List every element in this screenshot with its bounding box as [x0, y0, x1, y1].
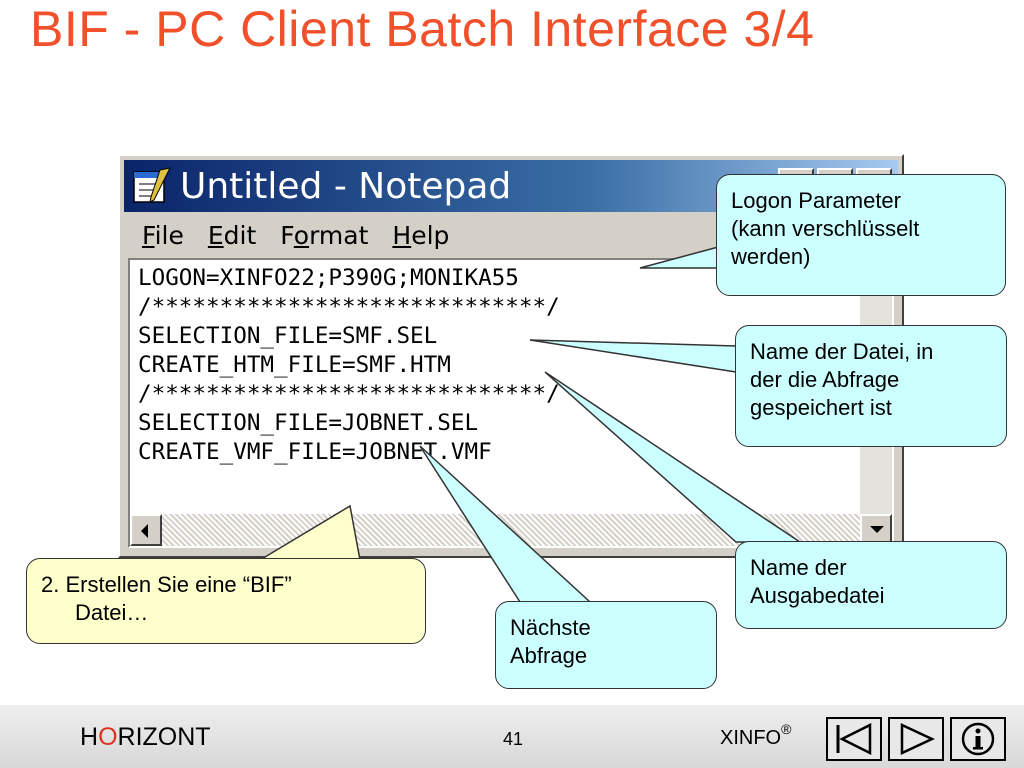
- slide-footer: HORIZONT 41 XINFO®: [0, 705, 1024, 768]
- scroll-down-button[interactable]: [860, 514, 892, 546]
- info-button[interactable]: [950, 717, 1006, 761]
- callout-query-file: Name der Datei, in der die Abfrage gespe…: [735, 325, 1007, 447]
- skip-first-icon: [836, 722, 872, 756]
- play-next-icon: [900, 723, 935, 755]
- brand-logo: HORIZONT: [80, 723, 211, 751]
- menu-edit[interactable]: Edit: [207, 220, 257, 250]
- callout-output-file: Name der Ausgabedatei: [735, 541, 1007, 629]
- callout-next-query: Nächste Abfrage: [495, 601, 717, 689]
- callout-logon-parameter: Logon Parameter (kann verschlüsselt werd…: [716, 174, 1006, 296]
- text-line: LOGON=XINFO22;P390G;MONIKA55: [138, 265, 519, 291]
- menu-help[interactable]: Help: [392, 220, 450, 250]
- scroll-left-button[interactable]: [130, 514, 162, 546]
- text-line: SELECTION_FILE=SMF.SEL: [138, 323, 438, 349]
- first-slide-button[interactable]: [826, 717, 882, 761]
- page-number: 41: [503, 729, 524, 749]
- notepad-menubar: File Edit Format Help: [124, 216, 898, 254]
- slide-title: BIF - PC Client Batch Interface 3/4: [30, 1, 815, 57]
- text-line: /*****************************/: [138, 381, 560, 407]
- text-line: CREATE_VMF_FILE=JOBNET.VMF: [138, 439, 492, 465]
- callout-create-bif: 2. Erstellen Sie eine “BIF” Datei…: [26, 558, 426, 644]
- menu-format[interactable]: Format: [280, 220, 369, 250]
- text-line: CREATE_HTM_FILE=SMF.HTM: [138, 352, 451, 378]
- notepad-app-icon: [130, 166, 174, 206]
- menu-file[interactable]: File: [142, 220, 184, 250]
- product-name: XINFO®: [720, 721, 792, 749]
- next-slide-button[interactable]: [888, 717, 944, 761]
- text-line: SELECTION_FILE=JOBNET.SEL: [138, 410, 479, 436]
- notepad-title: Untitled - Notepad: [180, 165, 512, 207]
- notepad-content: LOGON=XINFO22;P390G;MONIKA55 /***********…: [138, 264, 560, 467]
- info-icon: [961, 722, 995, 756]
- text-line: /*****************************/: [138, 294, 560, 320]
